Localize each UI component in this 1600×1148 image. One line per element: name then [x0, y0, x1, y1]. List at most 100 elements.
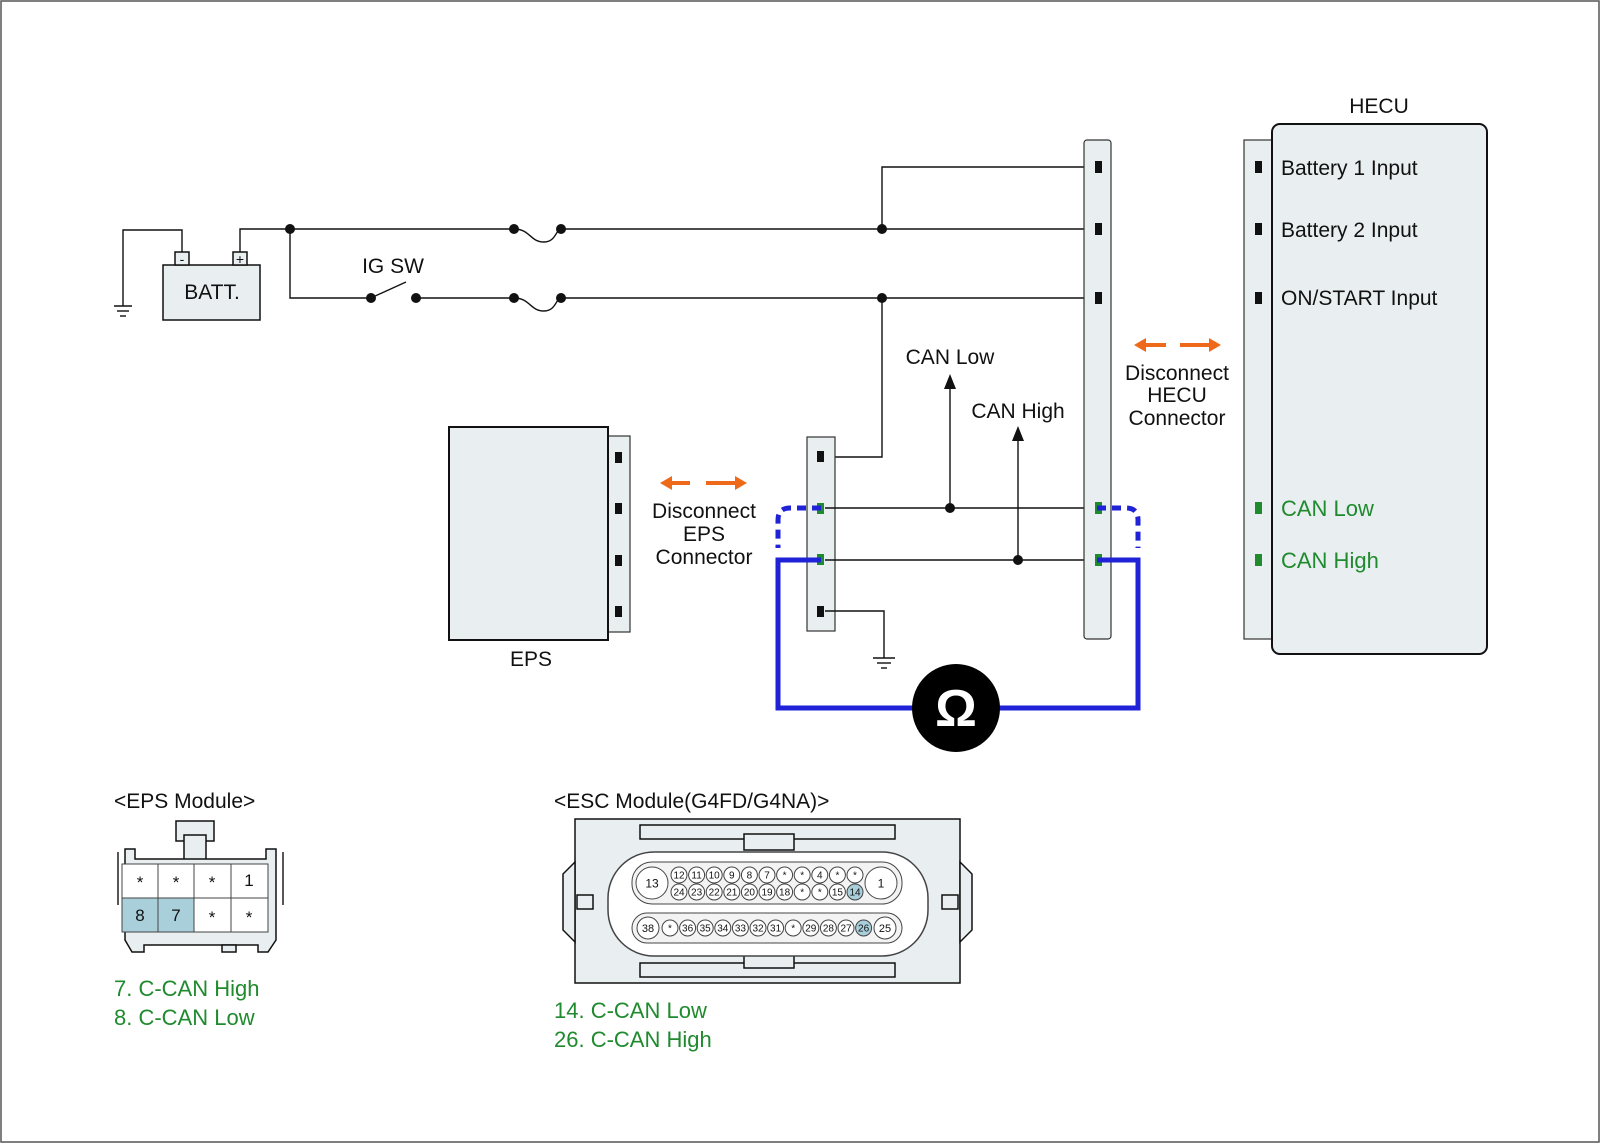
eps-note-can-high: 7. C-CAN High	[114, 976, 259, 1001]
esc-pin-label: 7	[764, 871, 770, 882]
esc-pin-label: *	[800, 888, 804, 899]
eps-pin	[615, 606, 622, 617]
probe-wire-right	[990, 557, 1141, 711]
esc-pin-label: 8	[747, 871, 753, 882]
esc-note-can-low: 14. C-CAN Low	[554, 998, 707, 1023]
can-low-arrow-label: CAN Low	[906, 346, 996, 369]
junction-dot	[877, 293, 887, 303]
esc-pin-label: 14	[849, 888, 861, 899]
eps-disconnect-arrow-icon	[660, 476, 747, 490]
esc-pin-cavity	[670, 883, 688, 901]
esc-pin-label: 21	[726, 888, 738, 899]
harness-pin	[1095, 161, 1102, 173]
esc-pin-cavity	[811, 883, 829, 901]
harness-pin	[1095, 223, 1102, 235]
esc-pin-label: 1	[878, 876, 885, 890]
harness-pin	[1095, 292, 1102, 304]
can-low-arrowhead-icon	[944, 374, 956, 389]
esc-pin-label: *	[791, 924, 795, 935]
esc-pin-cavity	[776, 883, 794, 901]
hecu-pin	[1255, 223, 1262, 235]
esc-pin-label: 9	[729, 871, 735, 882]
esc-module-title: <ESC Module(G4FD/G4NA)>	[554, 790, 829, 813]
eps-pin-cell-can-high: 7	[171, 906, 180, 925]
eps-pin-cell: *	[209, 873, 216, 892]
battery-ground-icon	[114, 305, 132, 317]
hecu-pin	[1255, 292, 1262, 304]
esc-pin-label: 31	[770, 924, 782, 935]
esc-pin-label: 4	[817, 871, 823, 882]
eps-pin	[615, 452, 622, 463]
battery-ground-wire	[122, 229, 183, 306]
esc-pin-label: 32	[752, 924, 764, 935]
esc-pin-label: 18	[779, 888, 791, 899]
esc-pin-cavity	[819, 919, 837, 937]
esc-pin-cavity	[758, 883, 776, 901]
esc-pin-cavity	[776, 866, 794, 884]
eps-ground-icon	[873, 657, 895, 669]
ig-branch-wire	[289, 229, 371, 299]
eps-harness-connector	[806, 436, 836, 632]
esc-pin-cavity	[758, 866, 776, 884]
hecu-can-low: CAN Low	[1281, 496, 1374, 521]
esc-pin-label: 27	[840, 924, 852, 935]
esc-pin-cavity	[828, 866, 846, 884]
battery-label: BATT.	[184, 281, 240, 304]
esc-pin-label: 23	[691, 888, 703, 899]
esc-pin-label: 10	[709, 871, 721, 882]
ig-switch-icon	[372, 281, 407, 298]
esc-pin-cavity	[811, 866, 829, 884]
esc-pin-cavity	[705, 883, 723, 901]
harness-pin	[817, 606, 824, 617]
battery-neg-sign: -	[180, 251, 185, 267]
esc-pin-cavity	[837, 919, 855, 937]
esc-pin-cavity	[723, 866, 741, 884]
esc-pin-cavity	[679, 919, 697, 937]
esc-pin-cavity	[864, 866, 898, 900]
esc-pin-cavity	[793, 866, 811, 884]
esc-pin-label: 35	[700, 924, 712, 935]
junction-dot	[877, 224, 887, 234]
esc-pin-label: 24	[673, 888, 685, 899]
eps-pin-cell: *	[209, 908, 216, 927]
probe-dashed-right	[1097, 505, 1141, 548]
battery-box	[162, 264, 261, 321]
esc-pin-cavity	[828, 883, 846, 901]
esc-pin-cavity	[802, 919, 820, 937]
junction-dot	[285, 224, 295, 234]
fuse-terminal-dot	[556, 224, 566, 234]
esc-pin-cavity	[705, 866, 723, 884]
esc-pin-label: 34	[717, 924, 729, 935]
esc-pin-label: 33	[735, 924, 747, 935]
esc-pin-cavity	[855, 919, 873, 937]
battery-1-wire	[881, 166, 1095, 229]
esc-pin-cavity	[714, 919, 732, 937]
esc-pin-cavity	[793, 883, 811, 901]
fuse-terminal-dot	[556, 293, 566, 303]
eps-pin-cell: *	[246, 908, 253, 927]
esc-pin-cavity	[696, 919, 714, 937]
fuse-terminal-dot	[509, 293, 519, 303]
hecu-pin	[1255, 161, 1262, 173]
ohmmeter-icon: Ω	[912, 664, 1000, 752]
harness-pin	[817, 451, 824, 462]
hecu-pin-can-high	[1255, 554, 1262, 566]
esc-pin-cavity	[661, 919, 679, 937]
eps-pin-cell: *	[173, 873, 180, 892]
esc-module-connector	[562, 818, 973, 984]
esc-pin-cavity	[670, 866, 688, 884]
esc-pin-cavity	[740, 883, 758, 901]
eps-label: EPS	[510, 648, 552, 671]
esc-pin-cavity	[767, 919, 785, 937]
esc-pin-cavity	[731, 919, 749, 937]
ig-switch-label: IG SW	[362, 255, 424, 278]
esc-pin-label: 26	[858, 924, 870, 935]
esc-pin-cavity	[846, 866, 864, 884]
eps-disconnect-line1: Disconnect	[652, 500, 756, 523]
eps-power-wire	[825, 298, 883, 458]
hecu-disconnect-line1: Disconnect	[1125, 362, 1229, 385]
battery-pos-sign: +	[236, 251, 244, 267]
esc-pin-label: *	[668, 924, 672, 935]
switch-terminal-dot	[411, 293, 421, 303]
hecu-battery-2-input: Battery 2 Input	[1281, 219, 1418, 242]
